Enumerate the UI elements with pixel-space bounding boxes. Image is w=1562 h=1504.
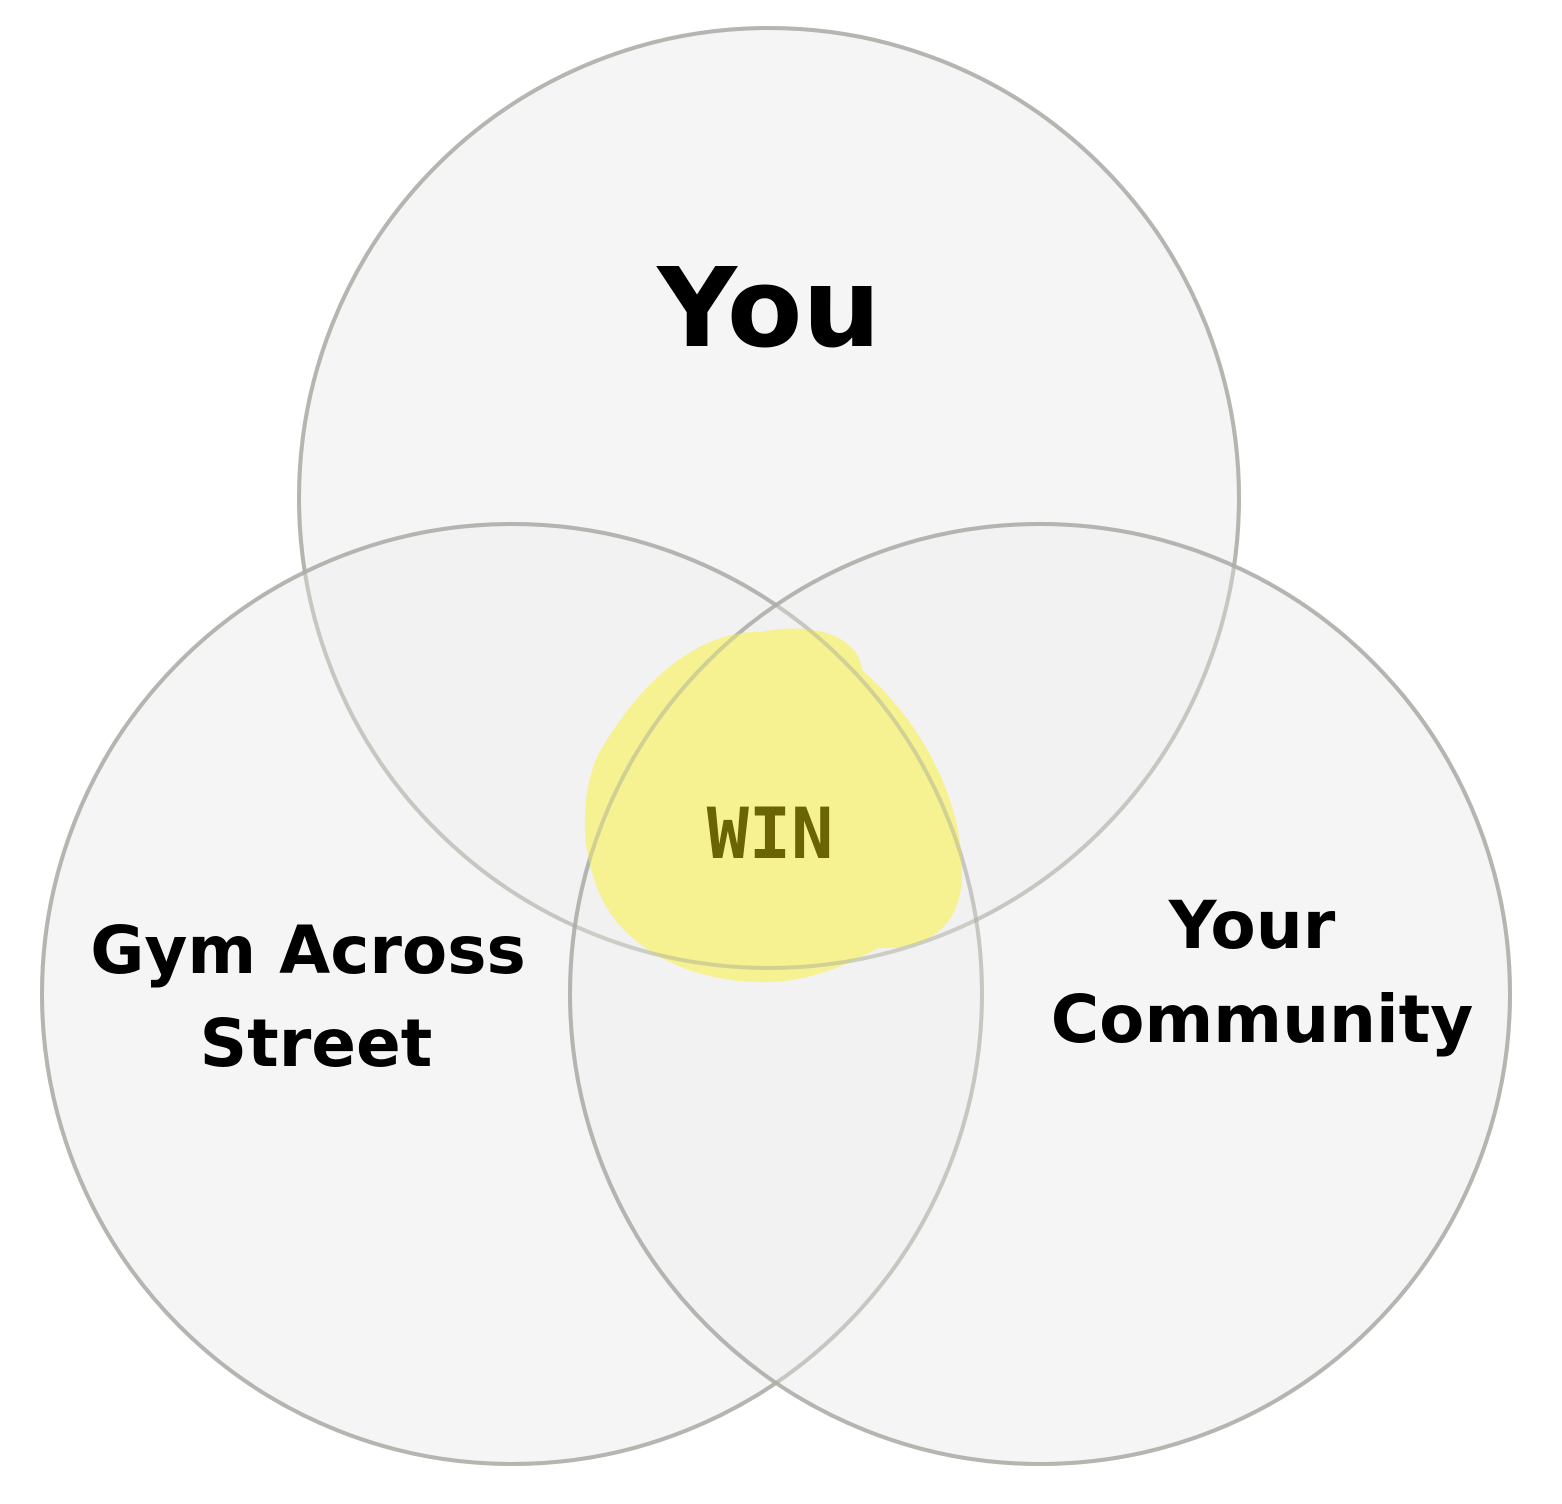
label-your-community-line1: Your xyxy=(1168,887,1336,964)
label-gym-across-street-line1: Gym Across xyxy=(90,912,526,989)
label-win: WIN xyxy=(707,793,833,875)
win-highlight xyxy=(584,628,963,983)
circle-community-outline xyxy=(568,522,1512,1466)
label-you: You xyxy=(655,244,880,372)
label-your-community-line2: Community xyxy=(1051,981,1474,1058)
label-gym-across-street-line2: Street xyxy=(200,1005,433,1082)
circle-gym-outline xyxy=(40,522,984,1466)
circle-you-outline xyxy=(297,26,1241,970)
